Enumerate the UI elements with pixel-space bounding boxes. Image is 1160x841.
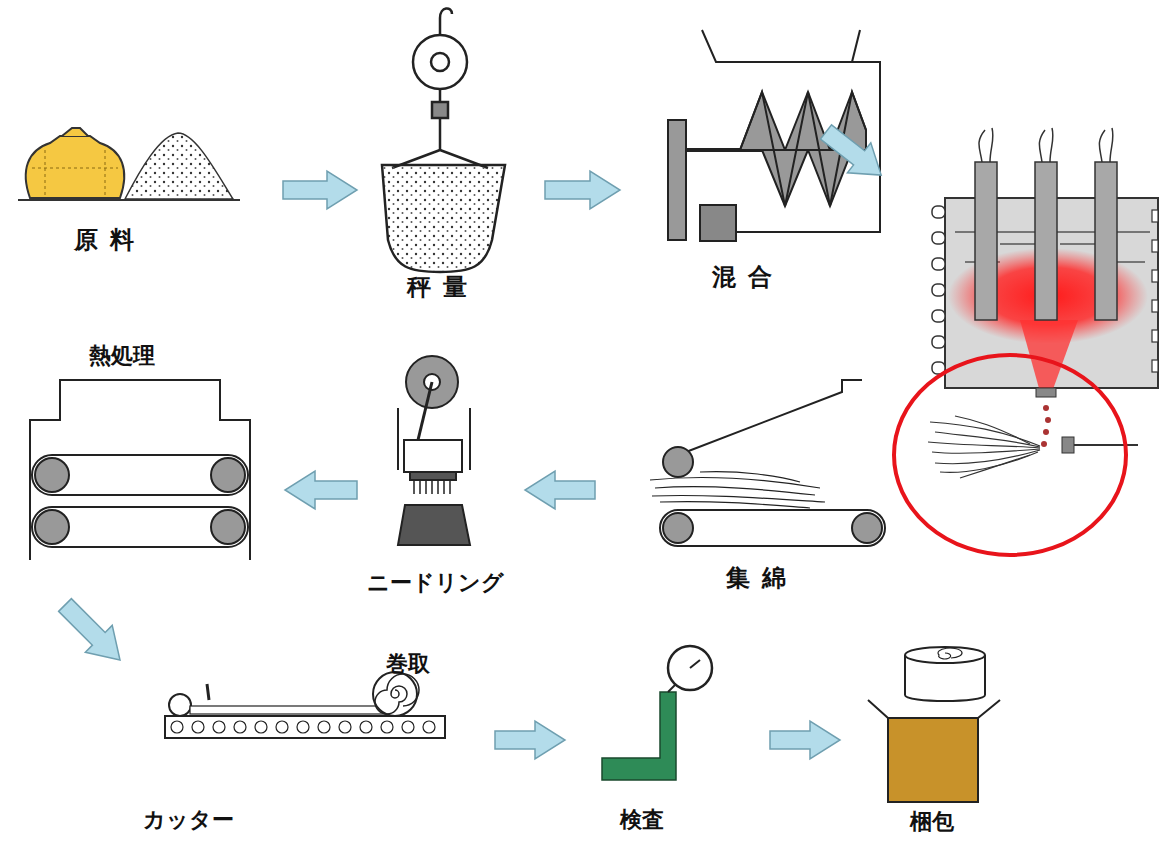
step-label: 集綿 <box>726 565 798 591</box>
step-label: 原料 <box>74 227 146 253</box>
flow-arrow <box>525 471 595 509</box>
step-label: カッター <box>143 808 234 832</box>
fiber-collector <box>650 380 885 546</box>
flow-arrow <box>59 599 120 660</box>
process-step: 混合 <box>620 25 900 300</box>
flow-arrow <box>770 721 840 759</box>
process-step: 秤量 <box>357 4 545 309</box>
step-label: 梱包 <box>910 810 954 834</box>
step-label: 秤量 <box>407 274 479 300</box>
process-step: 原料 <box>20 125 283 265</box>
step-label: 熱処理 <box>89 344 155 368</box>
packing-box <box>868 647 1000 802</box>
needling-machine <box>398 356 470 545</box>
melting-furnace <box>894 128 1158 555</box>
raw-material-pile <box>125 133 233 199</box>
process-step: ニードリング <box>357 345 525 600</box>
flow-arrow <box>283 171 357 209</box>
step-label: ニードリング <box>367 571 504 595</box>
process-step: 梱包 <box>840 630 1010 838</box>
process-step: 集綿 <box>595 370 895 600</box>
part-label: 巻取 <box>386 652 430 676</box>
process-step: 熱処理 <box>20 335 285 605</box>
flow-arrow <box>495 721 565 759</box>
step-label: 混合 <box>712 264 784 290</box>
flow-arrow-to-furnace <box>814 117 893 190</box>
process-step: 検査 <box>565 640 770 838</box>
step-label: 検査 <box>620 808 664 832</box>
inspection-scale <box>602 646 712 780</box>
raw-material-sack <box>26 128 125 198</box>
process-step: カッター <box>100 660 495 838</box>
heat-treatment-oven <box>30 380 250 560</box>
weighing-scale <box>382 8 505 272</box>
flow-arrow <box>285 471 357 509</box>
cutter-and-winder <box>165 672 445 738</box>
flow-arrow <box>545 171 620 209</box>
mixer <box>668 30 880 241</box>
